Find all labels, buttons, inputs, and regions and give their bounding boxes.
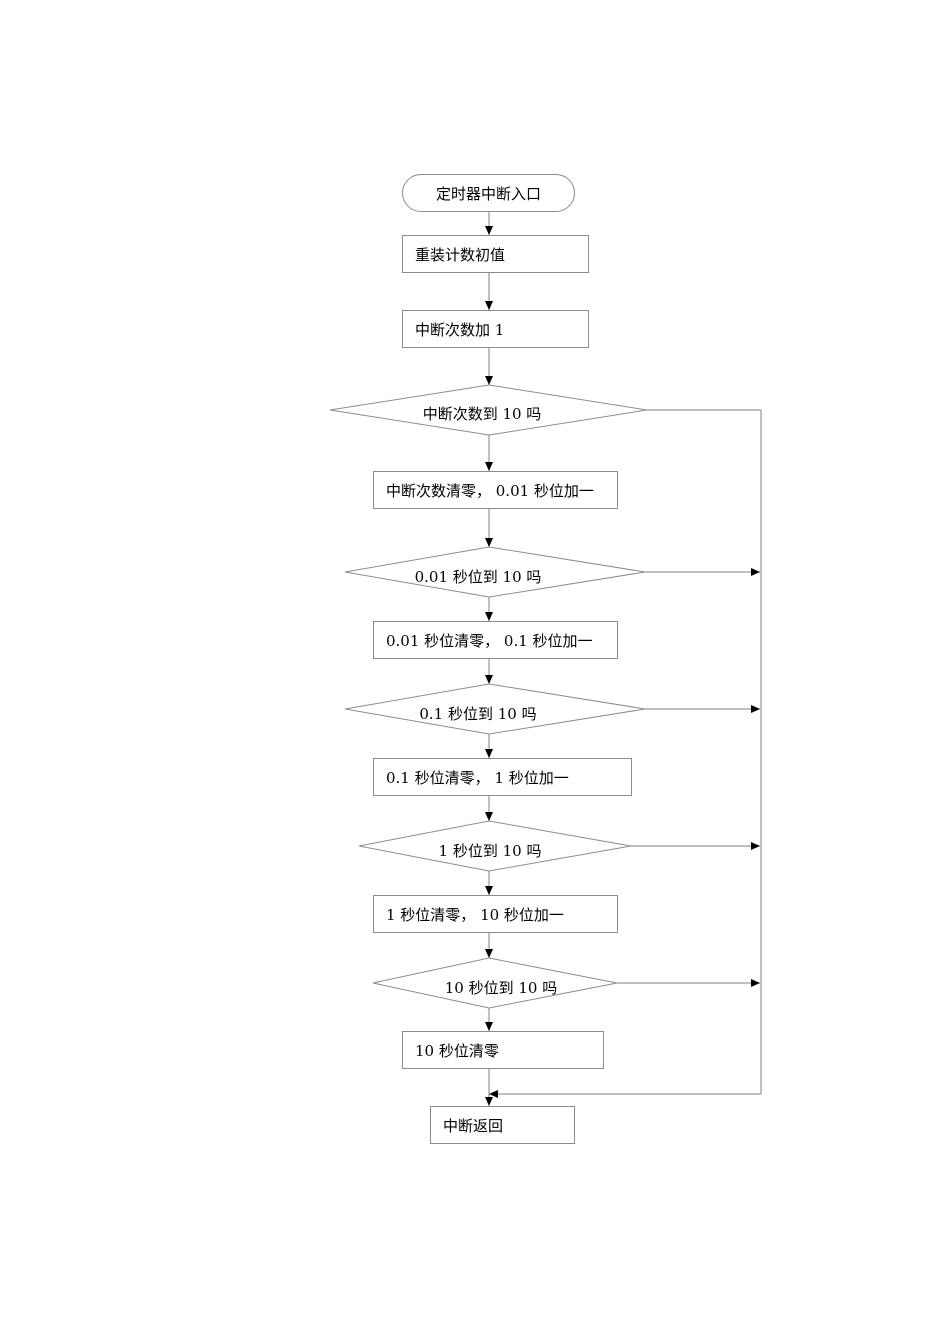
process3-box: 0.1 秒位清零， 1 秒位加一 <box>373 758 632 796</box>
end-label: 中断返回 <box>443 1116 504 1135</box>
reload-label: 重装计数初值 <box>415 245 506 264</box>
process4-label: 1 秒位清零， 10 秒位加一 <box>386 905 564 924</box>
process4-box: 1 秒位清零， 10 秒位加一 <box>373 895 618 933</box>
start-label: 定时器中断入口 <box>435 184 541 203</box>
decision3-label: 0.1 秒位到 10 吗 <box>419 705 537 723</box>
end-box: 中断返回 <box>430 1106 575 1144</box>
increment-box: 中断次数加 1 <box>402 310 589 348</box>
decision4-label: 1 秒位到 10 吗 <box>438 842 542 860</box>
decision5-diamond <box>372 957 618 1009</box>
decision3-diamond <box>344 683 646 735</box>
increment-label: 中断次数加 1 <box>415 320 505 339</box>
process2-box: 0.01 秒位清零， 0.1 秒位加一 <box>373 621 618 659</box>
decision2-label: 0.01 秒位到 10 吗 <box>414 568 542 586</box>
decision1-label: 中断次数到 10 吗 <box>422 405 542 423</box>
decision4-diamond <box>358 820 632 872</box>
decision5-label: 10 秒位到 10 吗 <box>444 979 558 997</box>
process2-label: 0.01 秒位清零， 0.1 秒位加一 <box>386 631 593 650</box>
process3-label: 0.1 秒位清零， 1 秒位加一 <box>386 768 569 787</box>
process5-label: 10 秒位清零 <box>415 1041 499 1060</box>
decision1-diamond <box>329 384 648 436</box>
process5-box: 10 秒位清零 <box>402 1031 604 1069</box>
process1-label: 中断次数清零， 0.01 秒位加一 <box>386 481 594 500</box>
process1-box: 中断次数清零， 0.01 秒位加一 <box>373 471 618 509</box>
decision2-diamond <box>344 546 646 598</box>
reload-box: 重装计数初值 <box>402 235 589 273</box>
start-terminal: 定时器中断入口 <box>402 174 575 212</box>
